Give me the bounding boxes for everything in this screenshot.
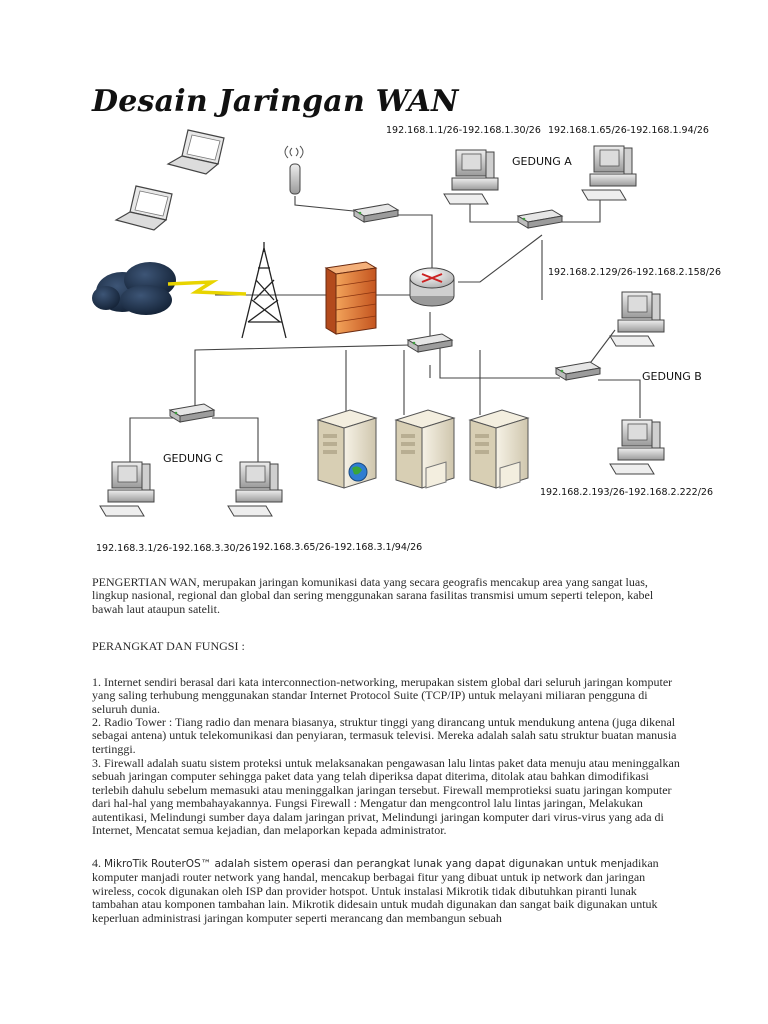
- server-1: [317, 409, 377, 489]
- ip-label-b2: 192.168.2.193/26-192.168.2.222/26: [540, 487, 713, 498]
- section-heading: PERANGKAT DAN FUNGSI :: [92, 639, 245, 653]
- firewall: [324, 261, 378, 335]
- page-title: Desain Jaringan WAN: [92, 84, 459, 119]
- switch-gedung-b: [555, 361, 601, 381]
- paragraph-internet: 1. Internet sendiri berasal dari kata in…: [92, 675, 673, 716]
- lightning-link: [167, 279, 247, 296]
- paragraph-radio-tower: 2. Radio Tower : Tiang radio dan menara …: [92, 715, 677, 756]
- pc-gedung-b-2: [609, 419, 665, 475]
- gedung-a-label: GEDUNG A: [512, 155, 572, 168]
- pc-gedung-a-1: [443, 149, 499, 205]
- gedung-c-label: GEDUNG C: [163, 452, 223, 465]
- intro-paragraph: PENGERTIAN WAN, merupakan jaringan komun…: [92, 575, 654, 616]
- pc-gedung-c-1: [99, 461, 155, 517]
- wan-network-diagram: 192.168.1.1/26-192.168.1.30/26 192.168.1…: [92, 125, 721, 554]
- internet-cloud: [92, 262, 176, 315]
- gedung-b-label: GEDUNG B: [642, 370, 702, 383]
- radio-tower: [241, 242, 287, 339]
- mikrotik-number: 4.: [92, 856, 104, 870]
- network-links: [129, 192, 641, 462]
- server-2: [395, 409, 455, 489]
- pc-gedung-b-1: [609, 291, 665, 347]
- ip-label-a2: 192.168.1.65/26-192.168.1.94/26: [548, 125, 709, 136]
- pc-gedung-a-2: [581, 145, 637, 201]
- paragraph-firewall: 3. Firewall adalah suatu sistem proteksi…: [92, 756, 680, 838]
- switch-ap: [353, 203, 399, 223]
- switch-gedung-a: [517, 209, 563, 229]
- laptop-1: [167, 129, 225, 175]
- switch-gedung-c: [169, 403, 215, 423]
- switch-core: [407, 333, 453, 353]
- ip-label-c1: 192.168.3.1/26-192.168.3.30/26: [96, 543, 251, 554]
- mikrotik-rest: adikan komputer manjadi router network y…: [92, 856, 659, 925]
- laptop-2: [115, 185, 173, 231]
- access-point: [284, 145, 304, 195]
- ip-label-c2: 192.168.3.65/26-192.168.3.1/94/26: [252, 542, 422, 553]
- router: [409, 267, 455, 307]
- ip-label-b1: 192.168.2.129/26-192.168.2.158/26: [548, 267, 721, 278]
- ip-label-a1: 192.168.1.1/26-192.168.1.30/26: [386, 125, 541, 136]
- pc-gedung-c-2: [227, 461, 283, 517]
- paragraph-mikrotik: 4. MikroTik RouterOS™ adalah sistem oper…: [92, 856, 682, 925]
- server-3: [469, 409, 529, 489]
- mikrotik-sans-run: MikroTik RouterOS™ adalah sistem operasi…: [104, 858, 627, 870]
